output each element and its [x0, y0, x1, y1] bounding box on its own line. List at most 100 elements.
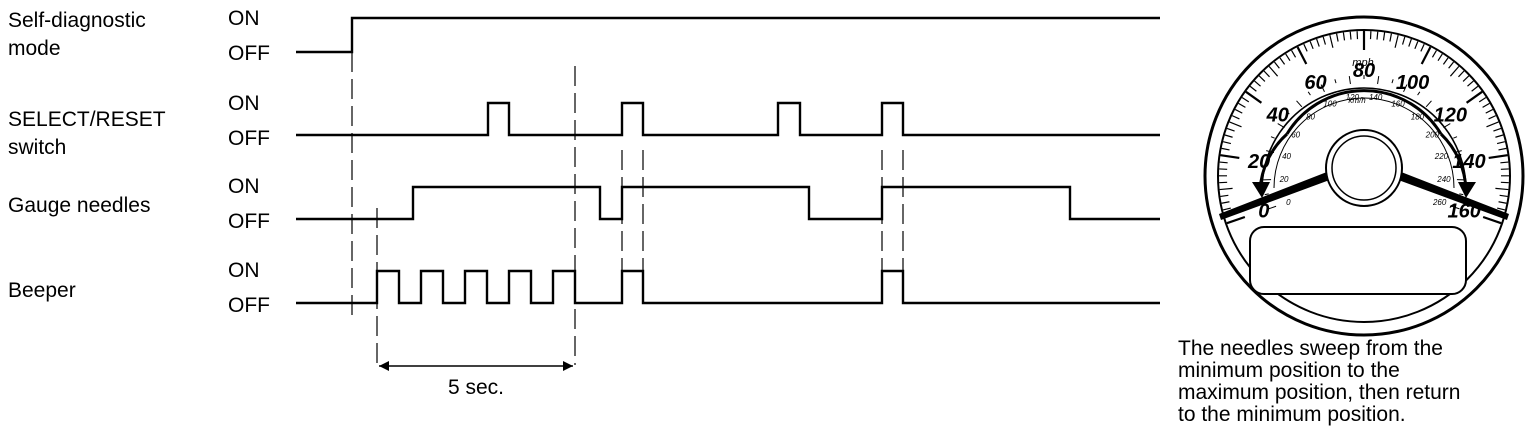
interval-label: 5 sec.: [448, 376, 504, 399]
inner-scale-number: 0: [1286, 198, 1291, 207]
outer-tick: [1249, 85, 1257, 92]
inner-tick: [1285, 111, 1290, 115]
outer-tick: [1420, 43, 1425, 52]
caption-line: maximum position, then return: [1178, 381, 1461, 404]
caption-line: minimum position to the: [1178, 359, 1400, 382]
outer-tick: [1376, 31, 1379, 40]
outer-tick: [1493, 127, 1502, 132]
outer-tick: [1497, 207, 1506, 211]
gauge-display-window: [1249, 226, 1467, 295]
outer-tick: [1486, 121, 1499, 128]
outer-tick: [1241, 97, 1250, 103]
outer-tick: [1222, 141, 1232, 145]
outer-tick: [1437, 53, 1443, 62]
caption-line: The needles sweep from the: [1178, 337, 1443, 360]
outer-tick: [1465, 90, 1483, 104]
inner-scale-number: 240: [1436, 175, 1451, 184]
outer-tick: [1496, 141, 1506, 145]
inner-tick: [1348, 76, 1351, 85]
outer-tick: [1316, 38, 1320, 47]
outer-tick: [1482, 215, 1502, 225]
signal-label-gauge-needles: Gauge needles: [8, 194, 150, 217]
outer-tick: [1442, 57, 1449, 65]
outer-tick: [1219, 187, 1233, 191]
outer-tick: [1342, 32, 1346, 41]
outer-tick: [1467, 80, 1474, 87]
outer-tick: [1220, 194, 1229, 198]
outer-tick: [1499, 194, 1508, 198]
inner-tick: [1270, 136, 1275, 139]
inner-scale-number: 40: [1282, 152, 1291, 161]
gauge-needle-right: [1393, 170, 1509, 220]
outer-tick: [1224, 134, 1233, 138]
outer-tick: [1222, 207, 1231, 211]
outer-tick: [1485, 108, 1494, 114]
outer-tick: [1500, 161, 1509, 164]
outer-tick: [1309, 41, 1314, 50]
inner-scale-number: 200: [1425, 130, 1440, 139]
outer-tick: [1221, 147, 1230, 151]
gauge-needle-left: [1219, 170, 1335, 220]
inner-tick: [1443, 123, 1451, 129]
outer-tick: [1220, 154, 1240, 160]
inner-tick: [1403, 84, 1408, 93]
outer-tick: [1389, 33, 1393, 42]
off-label-select-reset: OFF: [228, 127, 270, 150]
outer-tick: [1234, 108, 1243, 114]
outer-tick: [1408, 38, 1412, 47]
inner-tick: [1320, 84, 1325, 93]
inner-tick: [1334, 79, 1337, 84]
inner-scale-number: 60: [1291, 130, 1300, 139]
caption-line: to the minimum position.: [1178, 403, 1406, 426]
gauge-caption: The needles sweep from the minimum posit…: [1178, 338, 1536, 426]
outer-tick: [1420, 46, 1432, 65]
outer-tick: [1268, 65, 1279, 77]
inner-tick: [1377, 76, 1380, 85]
inner-scale-arc: [1261, 87, 1467, 191]
inner-scale-number: 220: [1434, 152, 1449, 161]
outer-tick: [1349, 31, 1352, 40]
on-label-gauge-needles: ON: [228, 175, 260, 198]
inner-scale-number: 140: [1369, 93, 1383, 102]
off-label-self-diagnostic: OFF: [228, 42, 270, 65]
inner-tick: [1453, 136, 1458, 139]
sweep-arrowhead-right: [1458, 182, 1476, 198]
gauge-bezel-inner: [1217, 29, 1511, 323]
outer-scale-number: 40: [1266, 104, 1289, 126]
outer-scale-number: 80: [1353, 60, 1375, 82]
inner-scale-ticks: [1263, 75, 1465, 210]
signal-label-select-reset: SELECT/RESET switch: [8, 108, 171, 159]
outer-tick: [1238, 102, 1246, 108]
inner-scale-number: 260: [1432, 198, 1447, 207]
waveform-select-reset-switch: [296, 101, 1160, 137]
outer-unit-label: mph: [1352, 57, 1373, 69]
outer-tick: [1498, 201, 1507, 204]
outer-tick: [1448, 61, 1455, 69]
outer-tick: [1394, 34, 1399, 48]
outer-tick: [1488, 115, 1497, 120]
outer-tick: [1263, 70, 1270, 78]
inner-scale-number: 180: [1411, 112, 1425, 121]
outer-tick: [1226, 127, 1235, 132]
inner-scale-number: 80: [1306, 112, 1315, 121]
outer-scale-number: 60: [1304, 72, 1326, 94]
inner-tick: [1438, 111, 1443, 115]
gauge-hub-inner: [1331, 135, 1397, 201]
outer-tick: [1382, 32, 1386, 41]
signal-label-beeper: Beeper: [8, 279, 76, 302]
waveform-beeper: [296, 269, 1160, 305]
outer-tick: [1279, 57, 1286, 65]
outer-tick: [1258, 75, 1266, 82]
timing-guides: [351, 52, 904, 365]
sweep-arc: [1285, 89, 1443, 135]
outer-tick: [1226, 215, 1246, 225]
inner-tick: [1451, 205, 1460, 210]
inner-scale-number: 120: [1346, 93, 1360, 102]
outer-tick: [1401, 36, 1406, 45]
inner-scale-number: 160: [1391, 100, 1405, 109]
outer-tick: [1219, 161, 1228, 164]
outer-tick: [1431, 50, 1437, 58]
outer-tick: [1296, 46, 1308, 65]
